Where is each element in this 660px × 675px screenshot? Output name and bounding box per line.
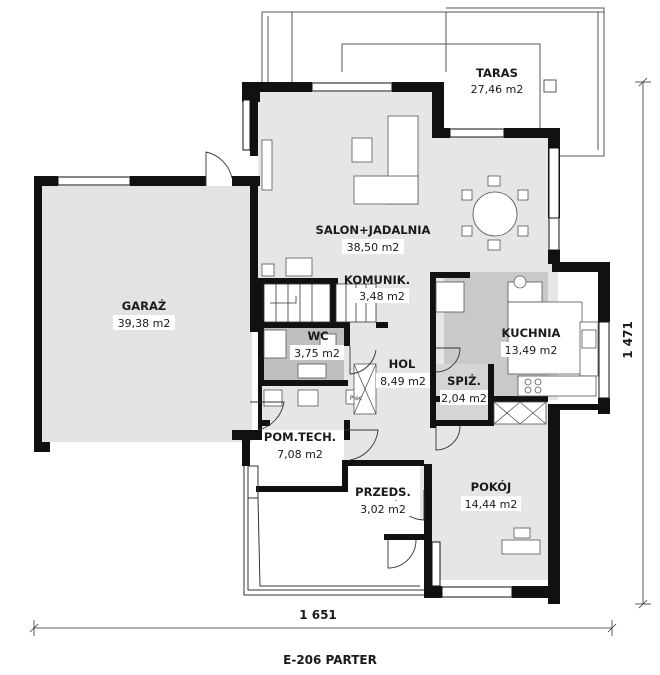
room-name-przeds: PRZEDS. [355,485,411,499]
room-name-pomtech: POM.TECH. [264,430,336,444]
room-name-taras: TARAS [476,66,518,80]
room-area-spiz: 2,04 m2 [441,392,487,405]
room-area-kuchnia: 13,49 m2 [505,344,558,357]
room-name-kuchnia: KUCHNIA [502,326,561,340]
dimension-lines [29,77,651,636]
plan-caption: E-206 PARTER [283,653,377,667]
room-area-wc: 3,75 m2 [294,347,340,360]
windows [57,82,610,598]
room-name-garaz: GARAŻ [122,298,166,313]
room-area-pokoj: 14,44 m2 [465,498,518,511]
room-fills [42,92,558,595]
room-labels: TARAS 27,46 m2 SALON+JADALNIA 38,50 m2 G… [113,66,561,516]
room-name-salon: SALON+JADALNIA [316,223,431,237]
furniture [261,115,599,555]
room-name-spiz: SPIŻ. [447,373,481,388]
room-area-przeds: 3,02 m2 [360,503,406,516]
room-area-komunik: 3,48 m2 [359,290,405,303]
room-name-pokoj: POKÓJ [471,479,512,494]
boiler-label: Piec [350,395,362,402]
room-name-wc: WC [307,329,328,343]
dimension-height: 1 471 [621,321,635,359]
dimension-width: 1 651 [299,608,337,622]
terrace [261,7,605,157]
room-name-hol: HOL [389,357,416,371]
room-name-komunik: KOMUNIK. [344,273,410,287]
room-area-garaz: 39,38 m2 [118,317,171,330]
room-area-taras: 27,46 m2 [471,83,524,96]
entry-canopy [243,465,424,596]
room-area-pomtech: 7,08 m2 [277,448,323,461]
room-area-hol: 8,49 m2 [380,375,426,388]
room-area-salon: 38,50 m2 [347,241,400,254]
